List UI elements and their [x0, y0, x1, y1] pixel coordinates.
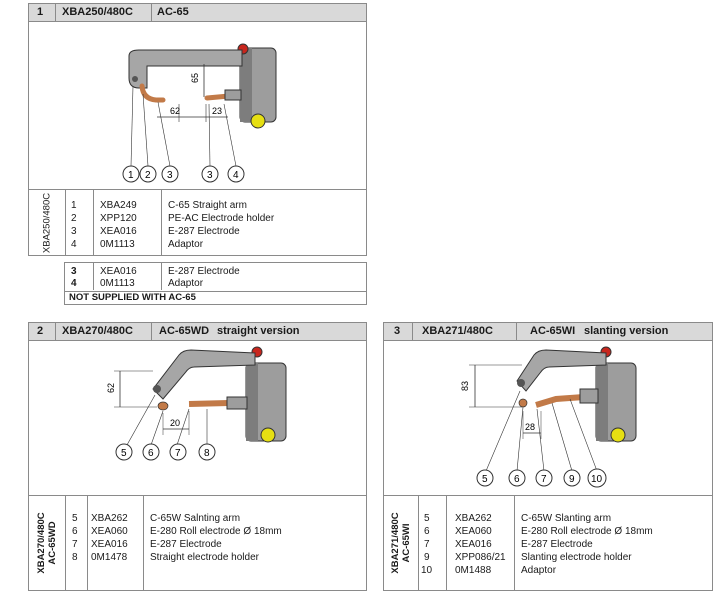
section-2-model: XBA270/480C [62, 325, 133, 337]
electrode-holder [139, 83, 166, 103]
slanting-arm [516, 349, 607, 392]
callout: 8 [204, 448, 210, 459]
callout: 5 [482, 474, 488, 485]
callout: 2 [145, 170, 151, 181]
dim-65: 65 [190, 73, 200, 83]
section-1-header: 1 XBA250/480C AC-65 [29, 4, 366, 22]
salnting-arm [152, 349, 256, 400]
dim-62: 62 [170, 106, 180, 116]
section-1-model: XBA250/480C [62, 6, 133, 18]
dim-83: 83 [460, 381, 470, 391]
section-2-version: straight version [217, 325, 300, 337]
dim-28: 28 [525, 422, 535, 432]
section-3-model: XBA271/480C [422, 325, 493, 337]
section-1-number: 1 [37, 6, 44, 18]
callout: 7 [541, 474, 547, 485]
dim-23: 23 [212, 106, 222, 116]
straight-arm [128, 49, 243, 89]
section-3-header: 3 XBA271/480C AC-65WI slanting version [384, 323, 712, 341]
callout: 4 [233, 170, 239, 181]
callout: 3 [207, 170, 213, 181]
slanting-electrode-holder [535, 394, 585, 408]
roll-electrode [157, 401, 169, 411]
callout: 6 [148, 448, 154, 459]
section-3-diagram: 83 28 5 6 7 9 10 [460, 346, 637, 488]
roll-electrode [518, 398, 528, 408]
section-3-version: slanting version [584, 325, 669, 337]
callout: 9 [569, 474, 575, 485]
dim-20: 20 [170, 418, 180, 428]
section-2-diagram: 62 20 5 6 7 8 [106, 346, 287, 461]
section-1-code: AC-65 [157, 6, 189, 18]
section-2-code: AC-65WD [159, 325, 210, 337]
section-2-header: 2 XBA270/480C AC-65WD straight version [29, 323, 366, 341]
section-1-diagram: 65 62 23 1 2 3 3 4 [122, 43, 277, 183]
callout: 3 [167, 170, 173, 181]
section-3-number: 3 [394, 325, 401, 337]
section-2-panel: 2 XBA270/480C AC-65WD straight version 6… [28, 322, 367, 496]
callout: 6 [514, 474, 520, 485]
section-1-panel: 1 XBA250/480C AC-65 65 62 23 [28, 3, 367, 190]
callout: 7 [175, 448, 181, 459]
yellow-knob-icon [250, 113, 266, 129]
section-3-code: AC-65WI [530, 325, 576, 337]
straight-electrode-holder [188, 400, 230, 407]
yellow-knob-icon [260, 427, 276, 443]
section-2-number: 2 [37, 325, 44, 337]
callout: 5 [121, 448, 127, 459]
dim-62: 62 [106, 383, 116, 393]
section-3-panel: 3 XBA271/480C AC-65WI slanting version 8… [383, 322, 713, 496]
callout: 10 [591, 474, 603, 485]
callout: 1 [128, 170, 134, 181]
yellow-knob-icon [610, 427, 626, 443]
